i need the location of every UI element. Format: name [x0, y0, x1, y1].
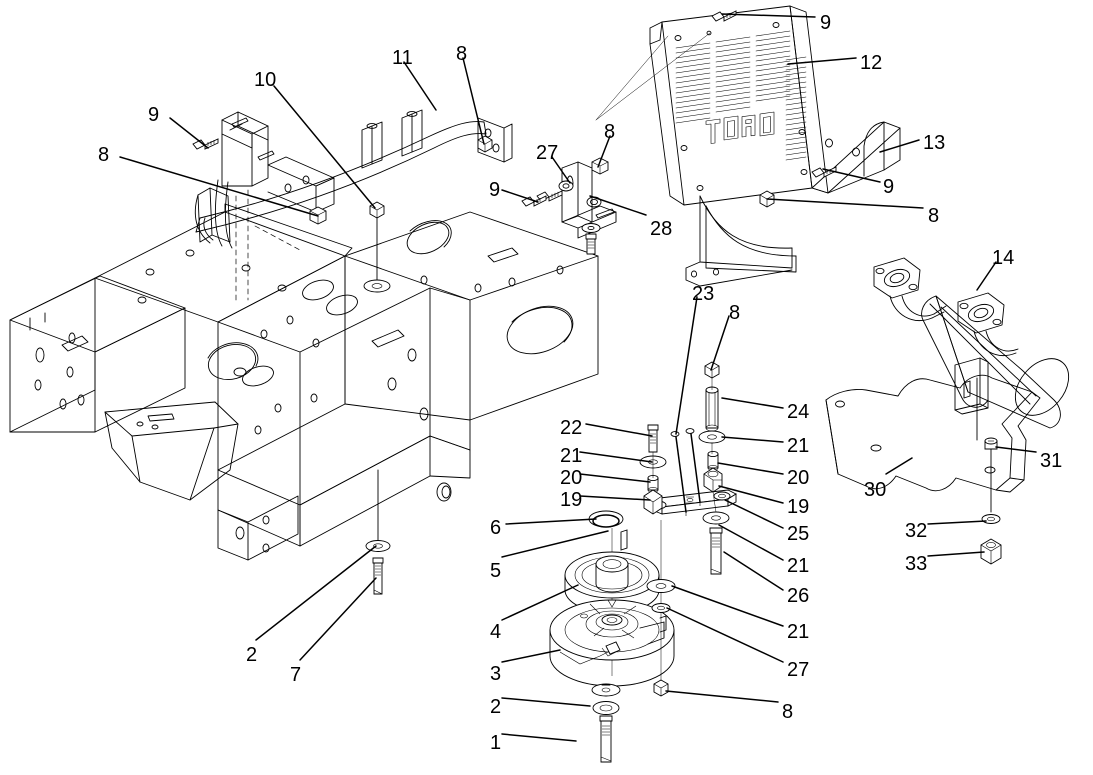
- callout-leader: [710, 315, 730, 371]
- callout-leader: [119, 156, 319, 217]
- callout-leader: [721, 436, 784, 443]
- callout-leader: [579, 495, 651, 501]
- callout-number: 10: [254, 69, 277, 91]
- callout-number: 20: [560, 467, 583, 489]
- callout-leader: [717, 462, 784, 475]
- callout-leader: [501, 530, 609, 558]
- heat-shield: [825, 374, 1041, 493]
- clutch-assembly: [549, 510, 675, 763]
- callout-number: 31: [1040, 450, 1063, 472]
- callout-leader: [822, 168, 881, 183]
- callout-number: 6: [490, 517, 502, 539]
- callout-leader: [403, 61, 437, 111]
- callout-number: 8: [604, 121, 616, 143]
- callout-leader-lines: [119, 13, 1037, 742]
- callout-leader: [721, 13, 816, 18]
- callout-leader: [169, 117, 209, 149]
- callout-leader: [501, 189, 539, 203]
- callout-leader: [675, 296, 698, 435]
- callout-number: 22: [560, 417, 583, 439]
- callout-leader: [879, 139, 920, 153]
- callout-number: 9: [820, 12, 832, 34]
- callout-leader: [671, 585, 784, 627]
- callout-number: 27: [787, 659, 810, 681]
- clutch-mount-hardware: [639, 361, 737, 613]
- callout-number: 28: [650, 218, 673, 240]
- callout-number: 7: [290, 664, 302, 686]
- toro-logo-cutout: [705, 111, 775, 144]
- callout-number: 8: [928, 205, 940, 227]
- callout-number: 5: [490, 560, 502, 582]
- callout-leader: [585, 423, 653, 437]
- callout-number: 12: [860, 52, 883, 74]
- callout-leader: [721, 397, 784, 409]
- callout-number: 20: [787, 467, 810, 489]
- callout-number: 13: [923, 132, 946, 154]
- callout-number: 33: [905, 553, 928, 575]
- callout-number: 24: [787, 401, 810, 423]
- callout-number: 21: [560, 445, 583, 467]
- callout-leader: [501, 733, 577, 742]
- callout-leader: [273, 85, 376, 209]
- callout-number: 8: [729, 302, 741, 324]
- callout-leader: [666, 607, 784, 663]
- callout-number: 2: [490, 696, 502, 718]
- callout-leader: [462, 57, 485, 145]
- callout-number: 8: [782, 701, 794, 723]
- callout-leader: [927, 551, 985, 557]
- callout-number: 23: [692, 283, 715, 305]
- muffler-assembly: [873, 257, 1070, 429]
- callout-leader: [665, 690, 779, 703]
- callout-leader: [766, 198, 924, 209]
- callout-leader: [501, 697, 591, 707]
- callout-leader: [597, 135, 611, 168]
- callout-number: 26: [787, 585, 810, 607]
- callout-number: 11: [392, 47, 413, 69]
- callout-number: 27: [536, 142, 559, 164]
- callout-number: 19: [787, 496, 810, 518]
- callout-number: 14: [992, 247, 1015, 269]
- callout-leader: [299, 577, 377, 661]
- callout-leader: [255, 545, 377, 641]
- callout-number: 25: [787, 523, 810, 545]
- frame-weldment: [9, 109, 599, 561]
- callout-leader: [995, 446, 1037, 453]
- bracket-27-28: [536, 157, 617, 255]
- callout-leader: [718, 485, 784, 504]
- callout-leader: [723, 551, 784, 591]
- callout-leader: [589, 195, 647, 216]
- callout-leader: [551, 156, 571, 184]
- callout-leader: [885, 457, 913, 475]
- callout-number: 2: [246, 644, 258, 666]
- callout-number: 1: [490, 732, 502, 754]
- callout-leader: [579, 473, 651, 483]
- callout-number: 19: [560, 489, 583, 511]
- callout-number: 21: [787, 435, 810, 457]
- callout-number: 9: [489, 179, 501, 201]
- muffler-fasteners: [976, 377, 1002, 565]
- callout-number: 21: [787, 555, 810, 577]
- callout-leader: [579, 451, 653, 463]
- callout-leader: [501, 584, 579, 621]
- callout-number: 32: [905, 520, 928, 542]
- callout-leader: [718, 524, 784, 561]
- callout-leader: [724, 499, 784, 529]
- callout-number: 3: [490, 663, 502, 685]
- callout-number: 4: [490, 621, 502, 643]
- callout-number: 8: [98, 144, 110, 166]
- callout-number: 9: [148, 104, 160, 126]
- callout-number: 8: [456, 43, 468, 65]
- callout-number: 30: [864, 479, 887, 501]
- callout-leader: [505, 518, 597, 525]
- callout-leader: [927, 520, 987, 525]
- callout-number: 9: [883, 176, 895, 198]
- grille-screen: [595, 5, 901, 287]
- callout-number: 21: [787, 621, 810, 643]
- callout-leader: [976, 261, 997, 291]
- callout-leader: [787, 57, 857, 65]
- callout-leader: [501, 649, 561, 663]
